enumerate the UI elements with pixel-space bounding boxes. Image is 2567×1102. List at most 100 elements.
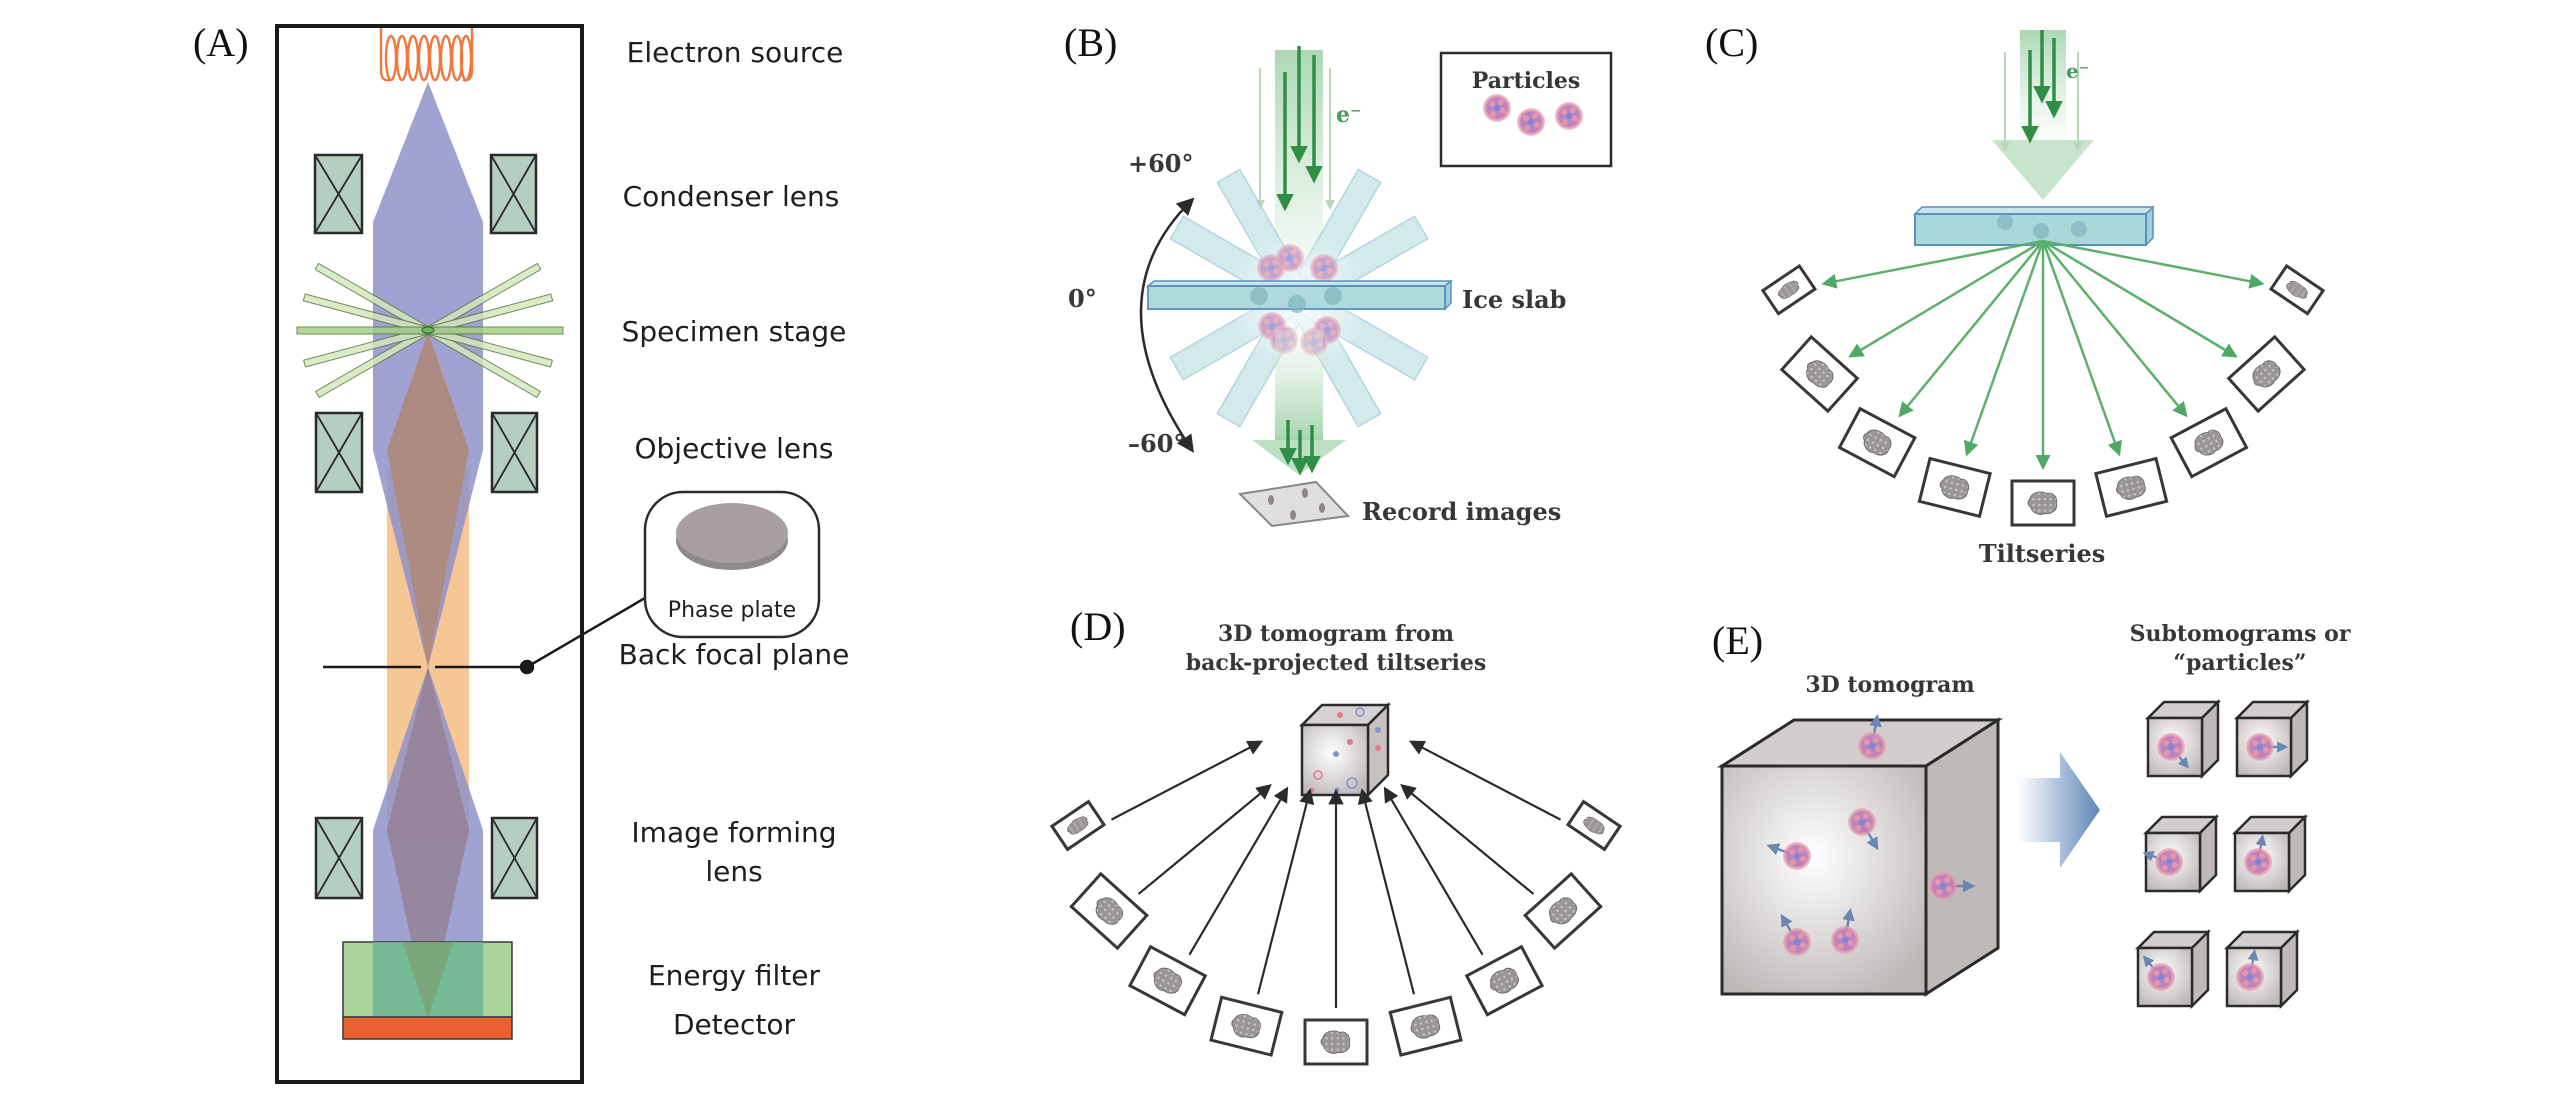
electron-beam-label-c: e⁻ [2066, 59, 2089, 83]
panel-label-c: (C) [1705, 20, 1758, 65]
record-images-label: Record images [1362, 497, 1561, 526]
particle-icon [2155, 848, 2183, 876]
particle-icon [1783, 928, 1811, 956]
projection-ray [2042, 240, 2188, 418]
projection-ray [1898, 240, 2044, 418]
tiltseries-frames-c [1760, 263, 2326, 527]
particles-legend-title: Particles [1472, 68, 1580, 94]
tomogram-cube-d [1298, 701, 1392, 799]
backprojection-ray [1256, 788, 1315, 995]
particle-icon [2244, 848, 2272, 876]
backprojection-ray [1383, 786, 1484, 956]
panel-d: (D) 3D tomogram from back-projected tilt… [1049, 604, 1623, 1066]
ice-slab [1145, 279, 1454, 313]
beam-head-c [1992, 140, 2094, 200]
label-energy-filter: Energy filter [648, 959, 821, 992]
tilt-frame [1565, 799, 1623, 852]
diffracted-beam-cone [387, 332, 469, 667]
label-detector: Detector [673, 1008, 795, 1041]
particle-icon [2246, 733, 2274, 761]
backprojection-ray [1400, 784, 1535, 895]
tilt-range-arc [1139, 197, 1195, 453]
electron-arrows-in [1255, 46, 1335, 212]
tilt-frame [2226, 334, 2307, 414]
tomogram-title-line1: 3D tomogram from [1218, 621, 1454, 647]
particle-icon [1858, 732, 1886, 760]
tilt-frame [1049, 799, 1107, 852]
tilt-frame [1209, 995, 1284, 1057]
condenser-lens-icon [313, 153, 538, 235]
particle-icon [1831, 926, 1859, 954]
particle-icon [1783, 842, 1811, 870]
extraction-arrow-icon [2018, 752, 2100, 868]
subtomogram-cube [2223, 928, 2301, 1010]
subtomograms-title-line2: “particles” [2173, 650, 2306, 676]
projection-ray [2042, 239, 2265, 289]
detector-icon [342, 1016, 513, 1040]
particle-icon [2236, 963, 2264, 991]
backprojection-ray [1188, 786, 1289, 956]
backprojection-ray [1110, 740, 1264, 821]
panel-a: (A) [193, 20, 850, 1084]
particle-icon [2157, 733, 2185, 761]
particle-icon [1517, 108, 1545, 136]
tilt-frame [1779, 334, 1860, 414]
label-phase-plate: Phase plate [668, 598, 796, 623]
projection-ray [1848, 239, 2044, 358]
panel-e: (E) 3D tomogram Subtomograms or “particl… [1712, 618, 2351, 1010]
tilt-frame [1127, 944, 1208, 1017]
projection-ray [2041, 240, 2122, 457]
phase-plate-callout: Phase plate [643, 490, 821, 639]
subtomogram-cube [2134, 928, 2212, 1010]
ice-slab-c [1913, 205, 2155, 247]
tomogram-title-e: 3D tomogram [1805, 672, 1974, 698]
backprojection-ray [1408, 740, 1562, 821]
projection-image-icon [1320, 1030, 1351, 1054]
image-beam-cone [387, 667, 469, 1017]
image-forming-lens-icon [314, 816, 539, 900]
particles-legend: Particles [1439, 51, 1613, 168]
backprojection-ray [1357, 788, 1416, 995]
label-electron-source: Electron source [627, 36, 844, 69]
tiltseries-frames-d [1049, 799, 1623, 1066]
ice-slab-label: Ice slab [1462, 285, 1566, 314]
subtomogram-cube [2231, 813, 2309, 895]
electron-arrows-out [1279, 420, 1321, 476]
particle-icon [1848, 808, 1876, 836]
tilt-frame [1388, 995, 1463, 1057]
label-back-focal-plane: Back focal plane [619, 638, 850, 671]
tilt-angle-plus60: +60° [1128, 149, 1194, 178]
tomogram-title-line2: back-projected tiltseries [1186, 650, 1486, 676]
particle-icon [1929, 872, 1957, 900]
projection-ray [2042, 239, 2238, 358]
tilt-frame [2094, 456, 2169, 519]
panel-label-a: (A) [193, 20, 249, 65]
backprojection-ray [1137, 784, 1272, 895]
tilt-frame [1837, 406, 1917, 479]
label-condenser-lens: Condenser lens [623, 180, 840, 213]
panel-c: (C) e⁻ Tiltseries [1705, 20, 2326, 568]
panel-label-e: (E) [1712, 618, 1763, 663]
particle-icon [1555, 102, 1583, 130]
subtomogram-cube [2144, 698, 2222, 780]
particle-icon [2147, 963, 2175, 991]
label-specimen-stage: Specimen stage [622, 315, 847, 348]
microscope-column-frame [275, 24, 584, 1084]
projection-ray [1964, 240, 2045, 457]
subtomograms-title-line1: Subtomograms or [2130, 621, 2351, 647]
label-image-forming: Image forming [631, 816, 836, 849]
projection-image-icon [2027, 491, 2058, 515]
subtomogram-cube [2233, 698, 2311, 780]
panel-label-b: (B) [1064, 20, 1117, 65]
particle-icon [1483, 94, 1511, 122]
tomogram-cube-e [1716, 713, 2004, 997]
record-images-plate-icon [1237, 480, 1351, 528]
subtomogram-cube [2142, 813, 2220, 895]
subtomogram-grid [2134, 698, 2311, 1010]
projection-rays-c [1821, 239, 2265, 470]
tilt-frame [2268, 263, 2326, 316]
tilt-frame [1464, 944, 1545, 1017]
tilt-angle-minus60: –60° [1128, 429, 1185, 458]
tilt-frame [1523, 871, 1603, 951]
